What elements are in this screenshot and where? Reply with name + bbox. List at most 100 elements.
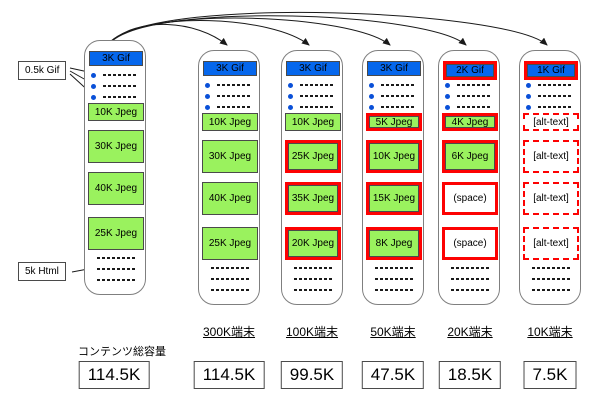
link-bullet-row (369, 92, 415, 100)
content-box-green: 20K Jpeg (285, 227, 341, 260)
content-box-green: 40K Jpeg (202, 182, 258, 215)
bullet-icon (205, 104, 210, 110)
dashed-text-line (375, 267, 413, 269)
bullet-icon (526, 82, 531, 88)
device-label-10k: 10K端末 (527, 325, 573, 339)
content-box-alt: [alt-text] (523, 113, 579, 131)
link-bullet-row (445, 92, 491, 100)
flow-arrow-100k (109, 20, 310, 46)
dashed-text-line (103, 96, 137, 98)
link-bullet-row (369, 103, 415, 111)
total-capacity-caption: コンテンツ総容量 (78, 346, 166, 358)
gif-size-annotation: 0.5k Gif (18, 61, 67, 80)
gif-header-box: 3K Gif (367, 61, 421, 76)
dashed-text-line (294, 267, 332, 269)
dashed-text-line (457, 84, 491, 86)
link-bullet-row (369, 81, 415, 89)
dashed-text-line (457, 95, 491, 97)
dashed-text-line (294, 289, 332, 291)
bullet-icon (369, 82, 374, 88)
link-bullet-row (526, 81, 572, 89)
dashed-text-line (217, 84, 251, 86)
device-column-300k: 3K Gif 10K Jpeg 30K Jpeg 40K Jpeg 25K Jpeg (198, 50, 260, 305)
dashed-text-line (532, 267, 570, 269)
gif-header-box: 3K Gif (203, 61, 257, 76)
content-box-green: 10K Jpeg (202, 113, 258, 131)
gif-header-box: 2K Gif (443, 61, 497, 80)
link-bullet-row (91, 82, 137, 90)
dashed-text-line (103, 74, 137, 76)
total-size-box-100k: 99.5K (280, 361, 344, 389)
bullet-icon (445, 82, 450, 88)
device-label-50k: 50K端末 (370, 325, 416, 339)
flow-arrow-50k (110, 17, 391, 46)
link-bullet-row (205, 81, 251, 89)
dashed-text-line (532, 278, 570, 280)
gif-header-box: 1K Gif (524, 61, 578, 80)
link-bullet-row (205, 92, 251, 100)
content-box-green: 30K Jpeg (88, 130, 144, 163)
bullet-icon (205, 93, 210, 99)
dashed-text-line (538, 84, 572, 86)
content-box-space: (space) (442, 182, 498, 215)
dashed-text-line (217, 106, 251, 108)
device-column-10k: 1K Gif [alt-text] [alt-text] [alt-text] [alt… (519, 50, 581, 305)
dashed-text-line (211, 267, 249, 269)
bullet-icon (445, 93, 450, 99)
content-box-green: 4K Jpeg (442, 113, 498, 131)
content-box-green: 35K Jpeg (285, 182, 341, 215)
content-box-space: (space) (442, 227, 498, 260)
device-label-300k: 300K端末 (202, 325, 256, 339)
gif-size-annotation-label: 0.5k Gif (25, 65, 60, 76)
dashed-text-line (375, 289, 413, 291)
dashed-text-line (97, 257, 135, 259)
content-box-green: 15K Jpeg (366, 182, 422, 215)
dashed-text-line (97, 268, 135, 270)
bullet-icon (369, 104, 374, 110)
dashed-text-line (451, 278, 489, 280)
bullet-icon (369, 93, 374, 99)
content-box-green: 10K Jpeg (366, 140, 422, 173)
flow-arrow-20k (111, 15, 467, 46)
dashed-text-line (457, 106, 491, 108)
content-box-green: 25K Jpeg (88, 217, 144, 250)
link-bullet-row (288, 81, 334, 89)
content-box-green: 6K Jpeg (442, 140, 498, 173)
total-size-box-50k: 47.5K (361, 361, 425, 389)
device-label-100k: 100K端末 (285, 325, 339, 339)
total-size-box-10k: 7.5K (523, 361, 577, 389)
bullet-icon (526, 93, 531, 99)
link-bullet-row (288, 103, 334, 111)
dashed-text-line (211, 278, 249, 280)
content-box-green: 8K Jpeg (366, 227, 422, 260)
link-bullet-row (445, 103, 491, 111)
bullet-icon (91, 83, 96, 89)
link-bullet-row (91, 71, 137, 79)
total-size-box-original: 114.5K (78, 361, 150, 389)
dashed-text-line (381, 84, 415, 86)
bullet-icon (526, 104, 531, 110)
dashed-text-line (451, 267, 489, 269)
dashed-text-line (375, 278, 413, 280)
content-box-green: 10K Jpeg (88, 103, 144, 121)
content-box-green: 40K Jpeg (88, 172, 144, 205)
dashed-text-line (381, 106, 415, 108)
content-box-alt: [alt-text] (523, 227, 579, 260)
dashed-text-line (294, 278, 332, 280)
dashed-text-line (300, 106, 334, 108)
content-box-green: 30K Jpeg (202, 140, 258, 173)
dashed-text-line (451, 289, 489, 291)
content-box-alt: [alt-text] (523, 182, 579, 215)
dashed-text-line (300, 95, 334, 97)
dashed-text-line (211, 289, 249, 291)
content-box-green: 25K Jpeg (202, 227, 258, 260)
link-bullet-row (205, 103, 251, 111)
link-bullet-row (288, 92, 334, 100)
content-box-green: 10K Jpeg (285, 113, 341, 131)
bullet-icon (91, 72, 96, 78)
content-box-alt: [alt-text] (523, 140, 579, 173)
